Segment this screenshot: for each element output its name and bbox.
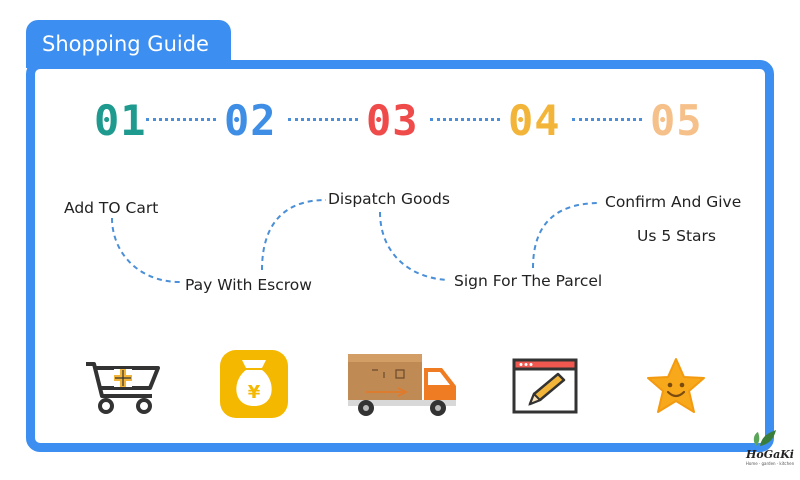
page-title: Shopping Guide [42,32,209,56]
step-label-confirm-line1: Confirm And Give [605,193,742,211]
delivery-truck-icon [348,354,456,416]
step-number-03: 03 [366,96,419,145]
step-label-confirm-line2: Us 5 Stars [637,227,716,245]
connector-1-2 [111,217,181,283]
dotted-separator [146,118,216,121]
money-bag-icon: ¥ [220,350,288,418]
step-label-sign-for-parcel: Sign For The Parcel [454,272,603,290]
step-label-add-to-cart: Add TO Cart [64,199,159,217]
step-number-01: 01 [94,96,147,145]
connector-2-3 [261,199,327,271]
svg-text:HoGaKi: HoGaKi [745,448,794,461]
edit-document-icon [512,358,578,414]
step-number-04: 04 [508,96,561,145]
smiling-star-icon [647,358,705,413]
step-number-02: 02 [224,96,277,145]
svg-text:Home · garden · kitchen: Home · garden · kitchen [746,461,795,466]
step-label-dispatch-goods: Dispatch Goods [328,190,450,208]
dotted-separator [288,118,358,121]
step-label-pay-with-escrow: Pay With Escrow [185,276,312,294]
svg-text:¥: ¥ [248,382,261,403]
connector-3-4 [379,211,449,281]
hogaki-logo: HoGaKi Home · garden · kitchen [745,430,795,466]
shopping-cart-icon [86,362,160,414]
dotted-separator [572,118,642,121]
step-number-05: 05 [650,96,703,145]
dotted-separator [430,118,500,121]
connector-4-5 [532,202,601,269]
